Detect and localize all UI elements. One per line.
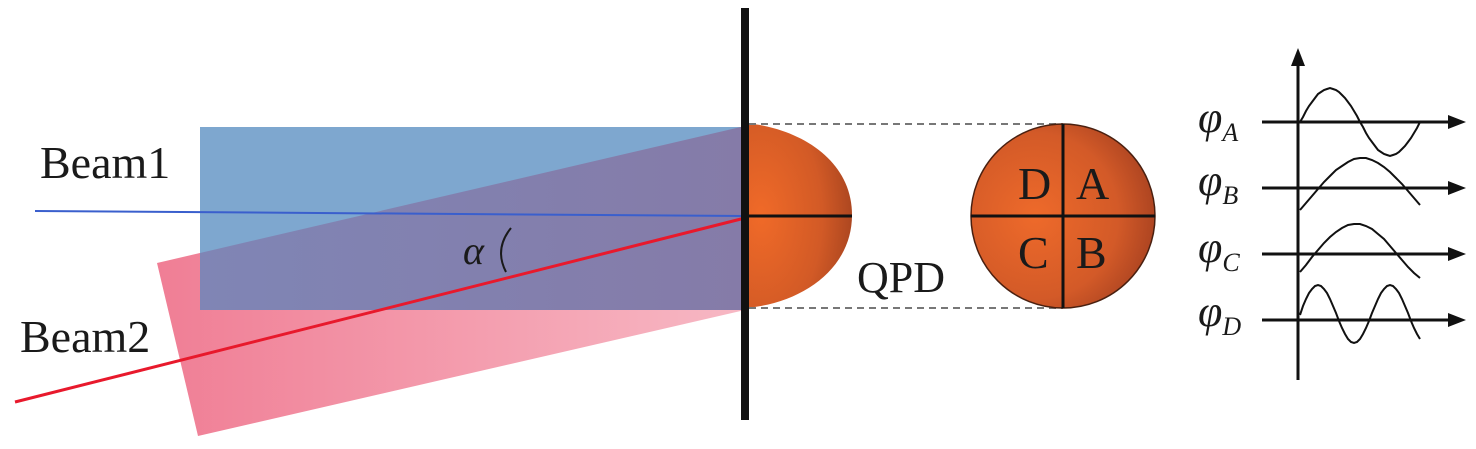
quadrant-label-b: B <box>1076 227 1107 278</box>
signal-row-d <box>1262 283 1466 345</box>
signal-subscript-b: B <box>1222 181 1238 210</box>
qpd-label: QPD <box>857 253 945 302</box>
signal-label-b: φB <box>1198 156 1238 210</box>
signal-row-c <box>1262 223 1466 279</box>
beam1-axis-line <box>34 210 746 217</box>
signal-symbol-d: φ <box>1198 287 1222 336</box>
signal-wave-a <box>1299 86 1421 158</box>
quadrant-label-d: D <box>1018 158 1051 209</box>
signal-label-d: φD <box>1198 287 1241 341</box>
signal-subscript-a: A <box>1220 118 1238 147</box>
quadrant-label-a: A <box>1076 158 1109 209</box>
signal-subscript-c: C <box>1222 248 1240 277</box>
signal-symbol-c: φ <box>1198 223 1222 272</box>
beam2-label: Beam2 <box>20 311 150 362</box>
detector-plane <box>741 8 749 420</box>
signal-label-a: φA <box>1198 93 1238 147</box>
signal-wave-d <box>1299 283 1421 345</box>
beam-overlap-region <box>200 127 745 310</box>
signal-wave-c <box>1299 223 1421 279</box>
signal-label-c: φC <box>1198 223 1240 277</box>
signal-subscript-d: D <box>1221 312 1241 341</box>
signal-symbol-b: φ <box>1198 156 1222 205</box>
signal-symbol-a: φ <box>1198 93 1222 142</box>
signal-row-a <box>1262 86 1466 158</box>
quadrant-label-c: C <box>1018 227 1049 278</box>
beam2-axis-line <box>14 216 746 404</box>
angle-alpha-label: α <box>463 228 485 273</box>
angle-arc <box>500 227 512 273</box>
beam1-label: Beam1 <box>40 137 170 188</box>
signal-row-b <box>1262 157 1466 211</box>
signal-vertical-arrowhead <box>1291 48 1305 66</box>
signal-wave-b <box>1299 157 1421 211</box>
